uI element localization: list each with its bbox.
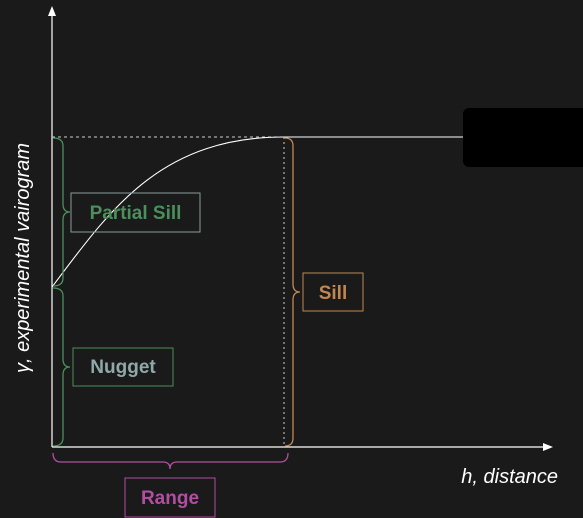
partial-sill-label: Partial Sill (90, 203, 182, 224)
y-axis-label: γ, experimental vairogram (12, 143, 34, 373)
partial-sill-brace (52, 137, 71, 287)
nugget-label-box (72, 347, 174, 387)
x-axis-label: h, distance (461, 466, 558, 488)
nugget-label: Nugget (90, 357, 156, 378)
sill-label-box (302, 272, 364, 312)
range-label-box (124, 477, 216, 518)
sill-label: Sill (319, 283, 348, 304)
nugget-brace (52, 287, 71, 447)
y-axis-arrowhead (48, 6, 56, 16)
variogram-curve (51, 136, 555, 288)
range-label: Range (141, 488, 199, 509)
partial-sill-label-box (70, 192, 201, 233)
legend-box (463, 108, 583, 167)
x-axis-arrowhead (543, 443, 553, 451)
range-brace (52, 452, 289, 470)
sill-brace (284, 137, 301, 447)
